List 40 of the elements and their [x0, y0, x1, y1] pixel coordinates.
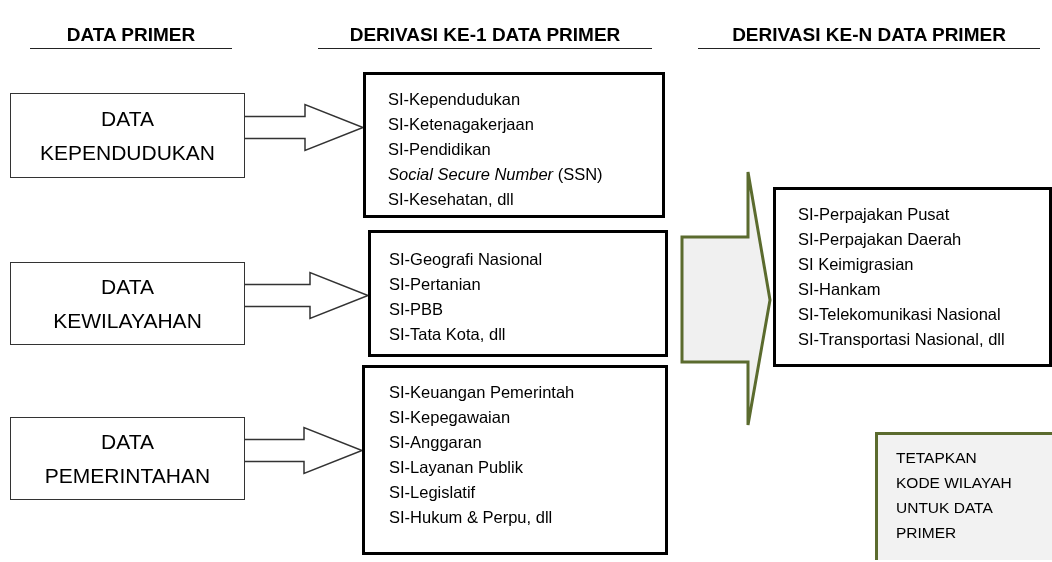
list-item: SI Keimigrasian	[798, 254, 915, 275]
box-title: DATA PEMERINTAHAN	[43, 428, 212, 489]
list-item: SI-Perpajakan Daerah	[798, 229, 963, 250]
block-arrow	[680, 170, 772, 427]
list-item: SI-Geografi Nasional	[389, 249, 544, 270]
block-arrow	[244, 426, 365, 475]
box-title: DATA KEWILAYAHAN	[52, 273, 203, 334]
data-box	[10, 417, 245, 500]
list-item: SI-Perpajakan Pusat	[798, 204, 951, 225]
list-box	[363, 72, 665, 218]
data-box	[10, 93, 245, 178]
box-title: DATA KEPENDUDUKAN	[38, 105, 216, 166]
note-box	[875, 432, 1052, 560]
list-item: SI-Anggaran	[389, 432, 483, 453]
list-box	[362, 365, 668, 555]
list-item: SI-Ketenagakerjaan	[388, 114, 535, 135]
column-heading: DERIVASI KE-1 DATA PRIMER	[348, 24, 622, 46]
list-box	[368, 230, 668, 357]
list-item: SI-Pertanian	[389, 274, 482, 295]
list-item: SI-PBB	[389, 299, 445, 320]
list-item: SI-Keuangan Pemerintah	[389, 382, 576, 403]
list-item: SI-Hankam	[798, 279, 882, 300]
list-box	[773, 187, 1052, 367]
list-item: SI-Legislatif	[389, 482, 477, 503]
list-item: SI-Pendidikan	[388, 139, 492, 160]
list-item: SI-Hukum & Perpu, dll	[389, 507, 554, 528]
note-text: TETAPKAN KODE WILAYAH UNTUK DATA PRIMER	[896, 448, 1013, 543]
list-item: SI-Layanan Publik	[389, 457, 524, 478]
list-item: SI-Kepegawaian	[389, 407, 512, 428]
list-item: SI-Kependudukan	[388, 89, 522, 110]
list-item: SI-Tata Kota, dll	[389, 324, 507, 345]
list-item: SI-Telekomunikasi Nasional	[798, 304, 1002, 325]
list-item: SI-Kesehatan, dll	[388, 189, 515, 210]
column-heading: DERIVASI KE-N DATA PRIMER	[731, 24, 1007, 46]
block-arrow	[244, 271, 371, 320]
data-box	[10, 262, 245, 345]
block-arrow	[244, 103, 366, 152]
column-heading: DATA PRIMER	[65, 24, 197, 46]
list-item: Social Secure Number (SSN)	[388, 164, 604, 185]
list-item: SI-Transportasi Nasional, dll	[798, 329, 1006, 350]
